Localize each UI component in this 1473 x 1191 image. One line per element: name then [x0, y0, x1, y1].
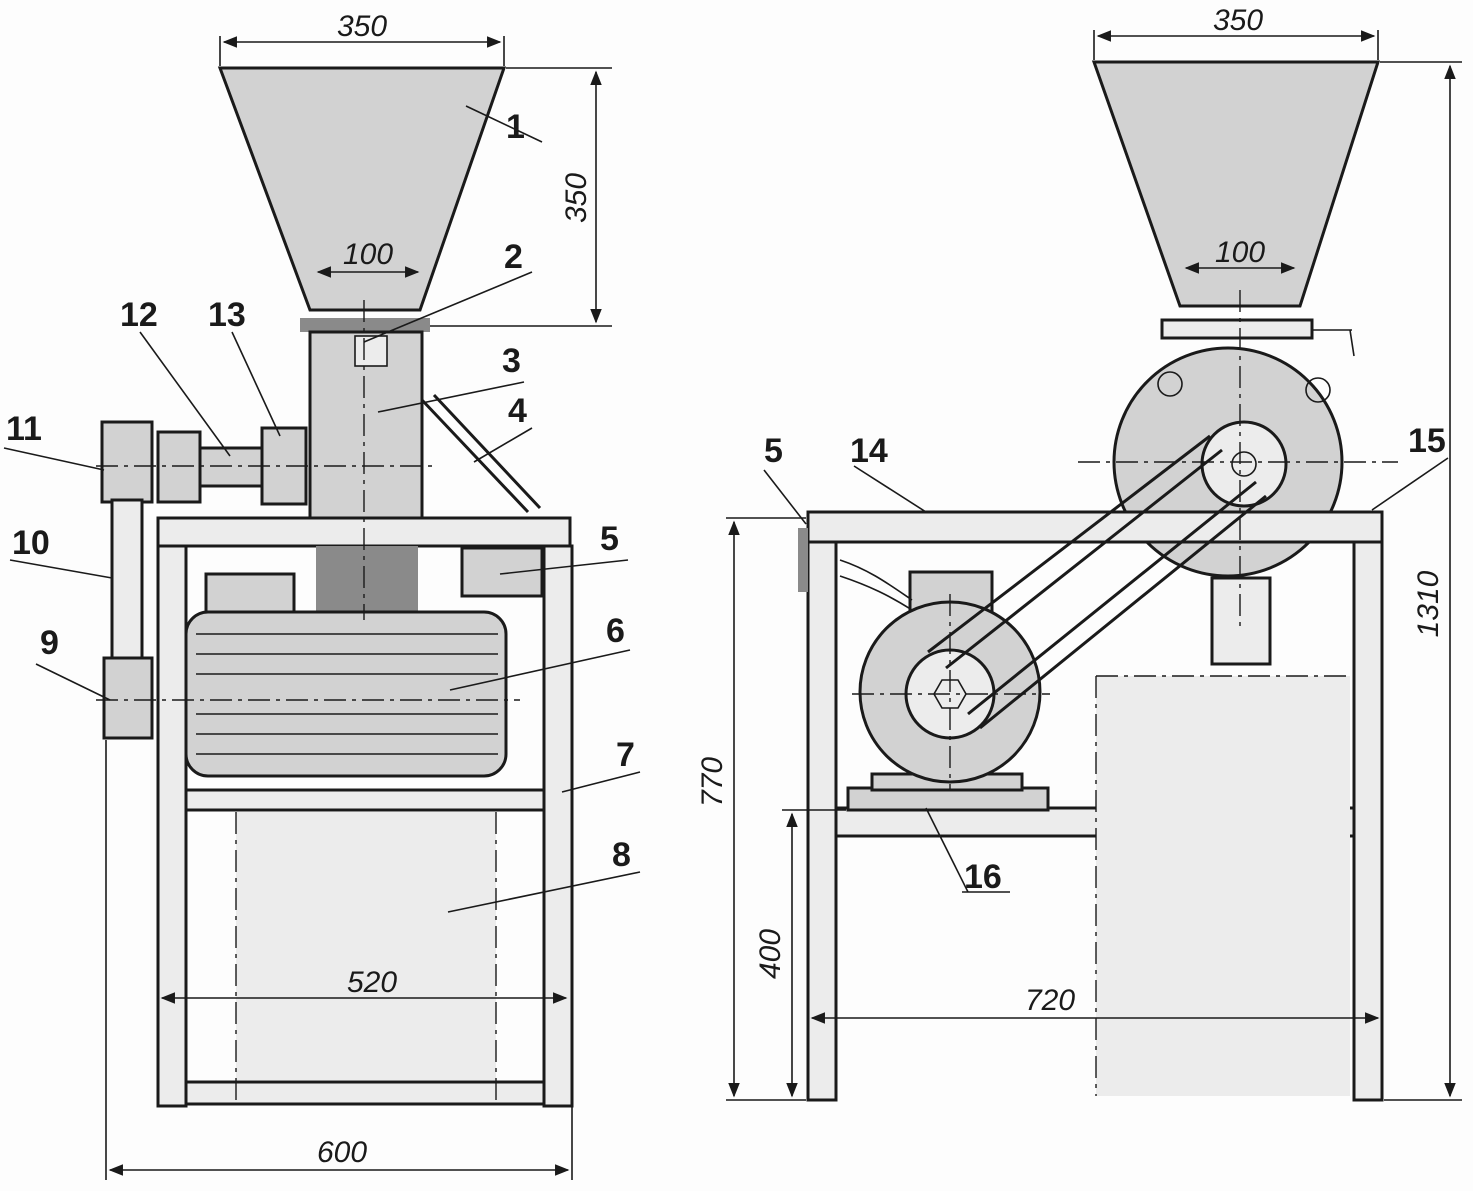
label-4: 4	[508, 392, 527, 430]
label-7: 7	[616, 736, 635, 774]
left-motor-terminal	[204, 572, 296, 616]
label-2: 2	[504, 238, 523, 276]
right-dim-frame-height: 770	[696, 757, 729, 807]
left-frame-post-right	[542, 544, 574, 1108]
label-9: 9	[40, 624, 59, 662]
right-drum-bolt-b	[1305, 377, 1331, 403]
left-switch-box	[460, 546, 544, 598]
left-frame-bottom	[184, 1080, 546, 1106]
left-upper-pulley	[100, 420, 154, 504]
right-dim-frame-width: 720	[1025, 984, 1075, 1017]
right-dim-shelf-height: 400	[754, 929, 787, 979]
left-dim-frame-width: 520	[347, 966, 397, 999]
right-drum-bolt-a	[1157, 371, 1183, 397]
label-15: 15	[1408, 422, 1446, 460]
label-6: 6	[606, 612, 625, 650]
label-8: 8	[612, 836, 631, 874]
left-frame-post-left	[156, 544, 188, 1108]
left-outlet-chute	[316, 546, 418, 612]
right-dim-overall-height: 1310	[1412, 570, 1445, 637]
left-hopper-flange	[300, 318, 430, 332]
label-5: 5	[600, 520, 619, 558]
label-14: 14	[850, 432, 888, 470]
right-outlet-chute	[1210, 576, 1272, 666]
right-belt-lower	[979, 494, 1267, 730]
left-shaft-housing	[196, 446, 270, 488]
right-frame-top	[806, 510, 1384, 544]
label-13: 13	[208, 296, 246, 334]
label-10: 10	[12, 524, 50, 562]
label-11: 11	[6, 410, 42, 448]
right-belt-upper	[927, 434, 1211, 654]
label-1: 1	[506, 108, 525, 146]
left-hopper	[217, 66, 507, 312]
right-hopper-flange	[1160, 318, 1314, 340]
left-lower-pulley	[102, 656, 154, 740]
right-bin	[1096, 676, 1350, 1096]
label-3: 3	[502, 342, 521, 380]
left-motor-fins	[196, 633, 498, 755]
right-hopper	[1091, 60, 1381, 308]
label-16: 16	[964, 858, 1002, 896]
left-bearing-a	[156, 430, 202, 504]
label-12: 12	[120, 296, 158, 334]
left-bin	[236, 812, 496, 1080]
right-view: 350 100 770 400 720 1310 5 14 15 16	[696, 4, 1462, 1102]
left-dim-outlet-width: 100	[343, 238, 393, 271]
right-switch-box	[798, 528, 808, 592]
left-brace	[420, 398, 530, 514]
left-dim-hopper-width: 350	[337, 10, 387, 43]
right-frame-post-left	[806, 540, 838, 1102]
left-dim-overall-width: 600	[317, 1136, 367, 1169]
left-view: 350 350 100 520 600 1 2 3 4 5 6 7 8 9 10	[3, 10, 641, 1180]
left-belt	[110, 498, 144, 662]
left-inlet-gate	[354, 335, 388, 367]
right-dim-hopper-width: 350	[1213, 4, 1263, 37]
label-right-5: 5	[764, 432, 783, 470]
left-dim-hopper-height: 350	[560, 173, 593, 223]
left-frame-shelf	[184, 788, 546, 812]
right-frame-post-right	[1352, 540, 1384, 1102]
right-dim-outlet-width: 100	[1215, 236, 1265, 269]
left-motor	[184, 610, 508, 778]
